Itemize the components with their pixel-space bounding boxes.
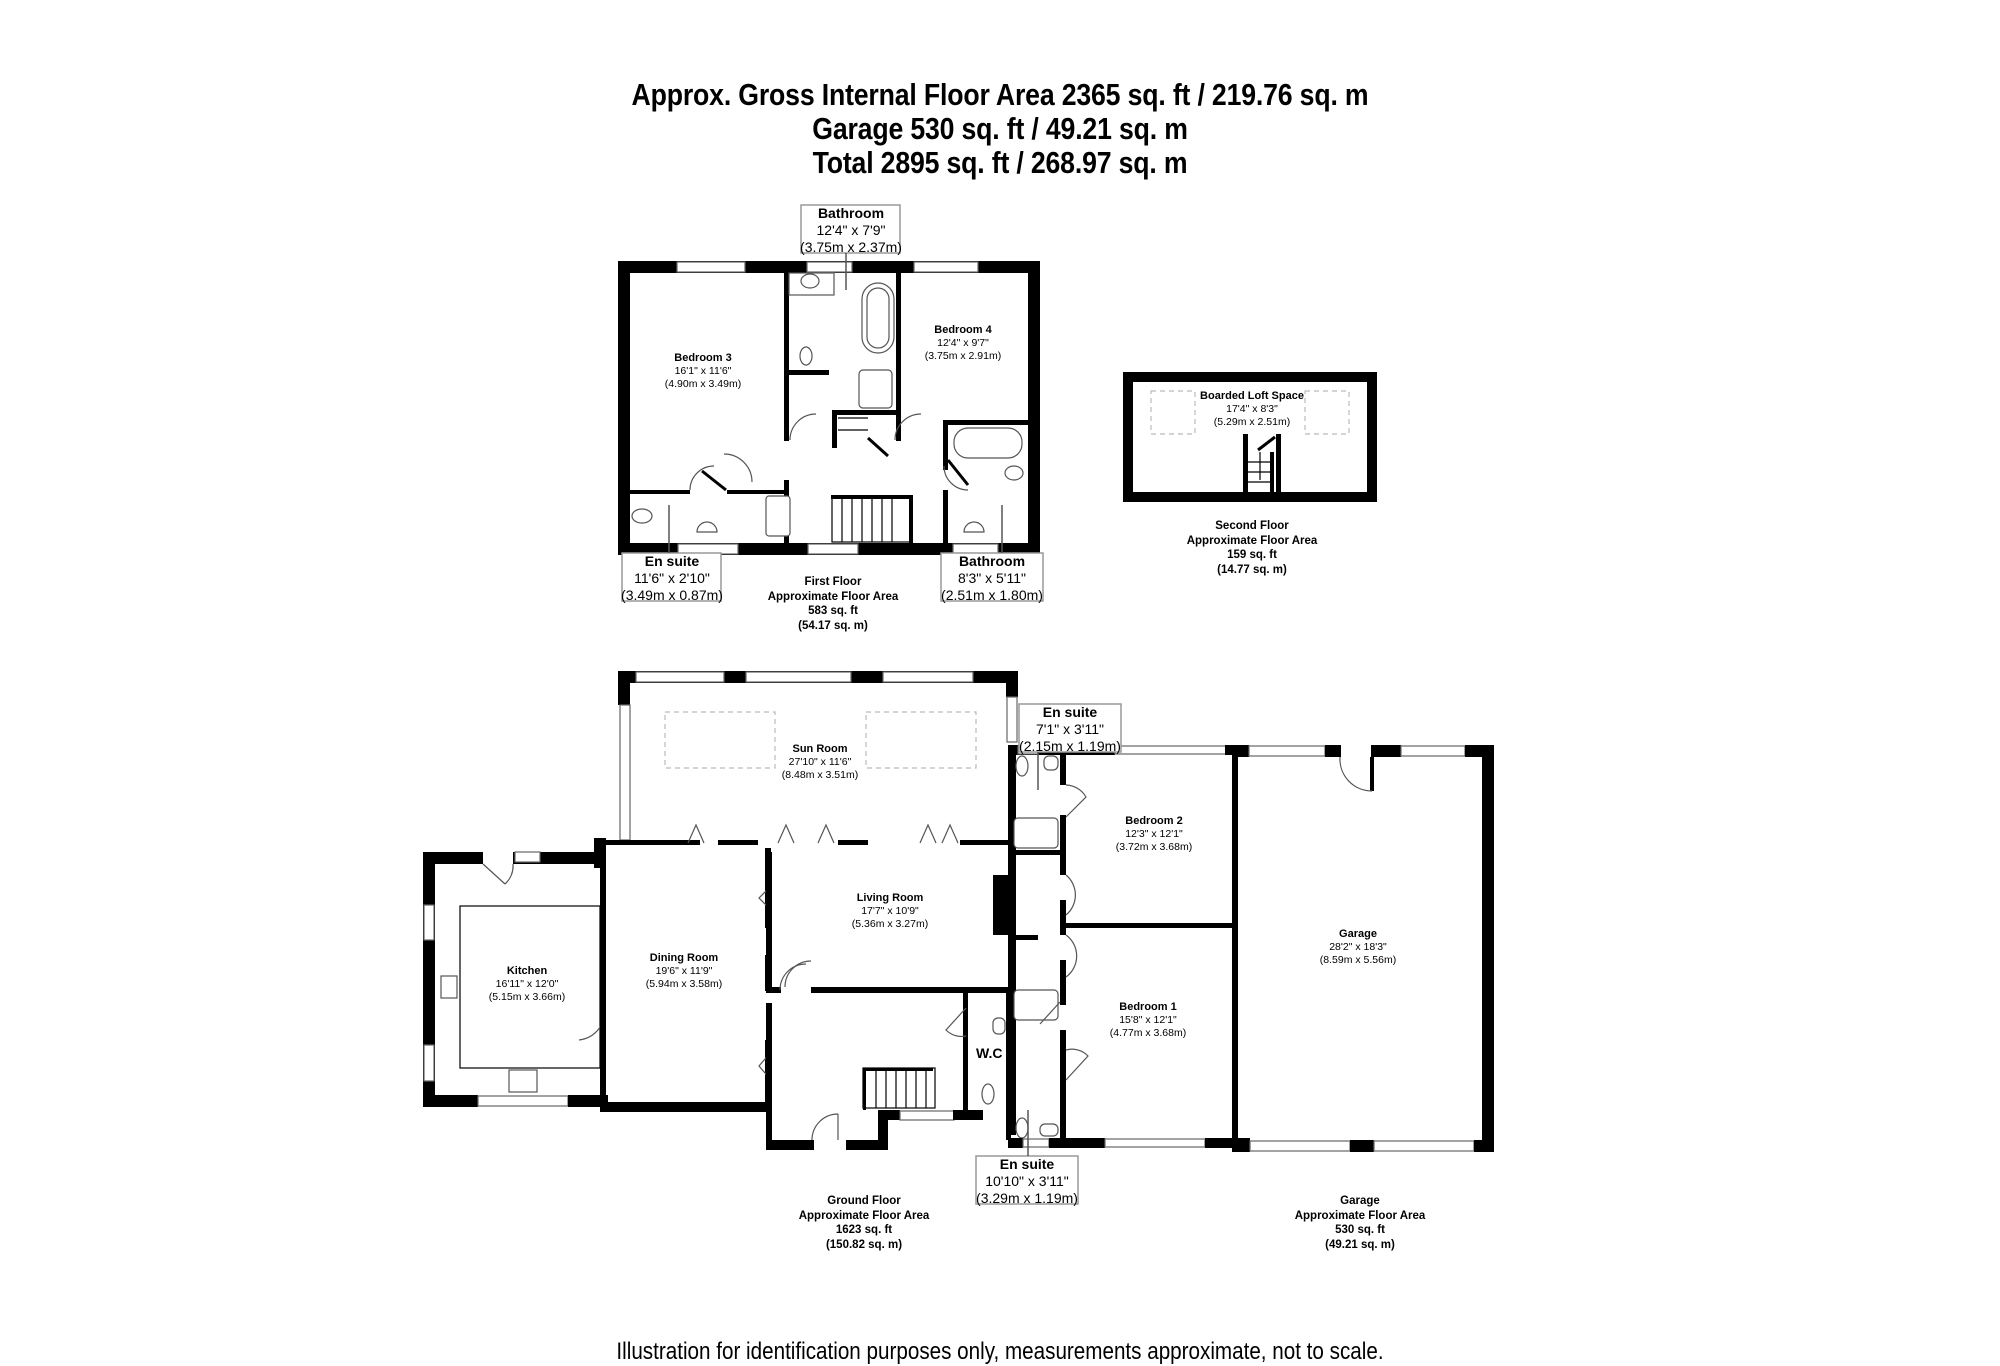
second-floor-plan [1123, 372, 1377, 502]
garage-plan [1232, 745, 1494, 1152]
total-area: Total 2895 sq. ft / 268.97 sq. m [812, 145, 1188, 180]
room-label-wc: W.C [976, 1045, 1003, 1061]
room-label-en-suite-ground-bottom: En suite 10'10" x 3'11" (3.29m x 1.19m) [976, 1156, 1078, 1206]
floor-area-summary: Approx. Gross Internal Floor Area 2365 s… [0, 78, 2000, 180]
garage-area: Garage 530 sq. ft / 49.21 sq. m [812, 111, 1188, 146]
room-label-bathroom-2: Bathroom 8'3" x 5'11" (2.51m x 1.80m) [941, 553, 1043, 603]
second-floor-area: Second Floor Approximate Floor Area 159 … [1186, 520, 1318, 576]
room-label-bedroom-2: Bedroom 2 12'3" x 12'1" (3.72m x 3.68m) [1115, 815, 1193, 853]
room-label-garage: Garage 28'2" x 18'3" (8.59m x 5.56m) [1319, 928, 1397, 966]
disclaimer: Illustration for identification purposes… [616, 1338, 1384, 1365]
room-label-sun-room: Sun Room 27'10" x 11'6" (8.48m x 3.51m) [781, 743, 859, 781]
ground-floor-area: Ground Floor Approximate Floor Area 1623… [798, 1195, 930, 1251]
room-label-boarded-loft-space: Boarded Loft Space 17'4" x 8'3" (5.29m x… [1200, 390, 1304, 428]
first-floor-plan [618, 204, 1044, 602]
ground-floor-plan [423, 671, 1250, 1205]
room-label-en-suite-ground-top: En suite 7'1" x 3'11" (2.15m x 1.19m) [1019, 704, 1121, 754]
room-label-bedroom-3: Bedroom 3 16'1" x 11'6" (4.90m x 3.49m) [664, 352, 742, 390]
garage-floor-area: Garage Approximate Floor Area 530 sq. ft… [1294, 1195, 1426, 1251]
gross-internal-area: Approx. Gross Internal Floor Area 2365 s… [631, 77, 1369, 112]
room-label-bathroom-first-floor: Bathroom 12'4" x 7'9" (3.75m x 2.37m) [800, 205, 902, 255]
room-label-en-suite-first-floor: En suite 11'6" x 2'10" (3.49m x 0.87m) [621, 553, 723, 603]
room-label-bedroom-4: Bedroom 4 12'4" x 9'7" (3.75m x 2.91m) [924, 324, 1002, 362]
first-floor-area: First Floor Approximate Floor Area 583 s… [767, 576, 899, 632]
room-label-bedroom-1: Bedroom 1 15'8" x 12'1" (4.77m x 3.68m) [1109, 1001, 1187, 1039]
room-label-dining-room: Dining Room 19'6" x 11'9" (5.94m x 3.58m… [645, 952, 723, 990]
room-label-kitchen: Kitchen 16'11" x 12'0" (5.15m x 3.66m) [488, 965, 566, 1003]
room-label-living-room: Living Room 17'7" x 10'9" (5.36m x 3.27m… [851, 892, 929, 930]
